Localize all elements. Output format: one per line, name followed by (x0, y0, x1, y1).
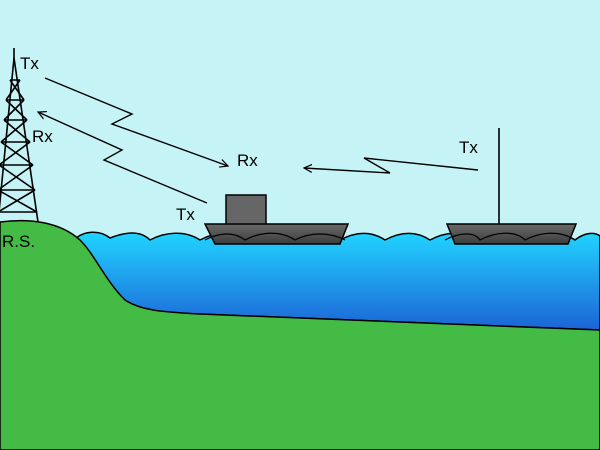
label-ship1-rx: Rx (237, 151, 258, 170)
label-tower-rx: Rx (32, 127, 53, 146)
label-tower-tx: Tx (20, 54, 39, 73)
label-station: R.S. (2, 232, 35, 251)
label-ship1-tx: Tx (176, 205, 195, 224)
wave-crest-overlay (204, 232, 576, 241)
ship1-cabin (225, 194, 267, 226)
lattice-radio-tower-icon (0, 48, 39, 223)
signal-arrow-ship1-to-tower (38, 112, 208, 204)
signal-arrow-ship2-to-ship1 (304, 157, 479, 174)
label-ship2-tx: Tx (459, 138, 478, 157)
land-hill (0, 219, 600, 450)
signal-arrow-tower-to-ship1 (44, 77, 228, 166)
